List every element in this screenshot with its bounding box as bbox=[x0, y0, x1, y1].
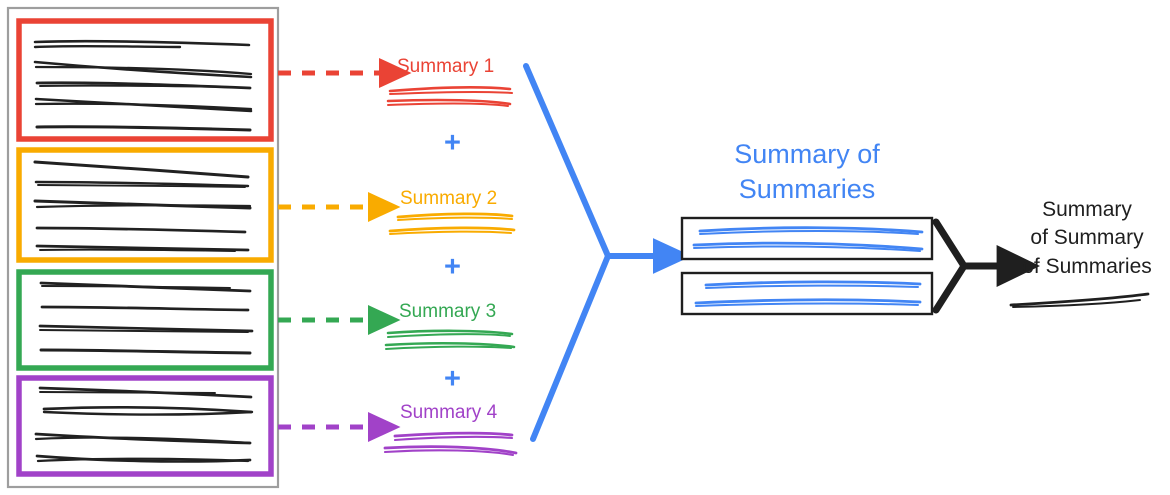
sos-title-line-2: Summaries bbox=[738, 174, 876, 205]
summary-3-label: Summary 3 bbox=[399, 301, 497, 322]
chunk-purple-text-lines bbox=[34, 386, 254, 463]
summary-of-summaries-title: Summary of Summaries bbox=[682, 137, 932, 207]
black-merge-connector bbox=[932, 218, 968, 314]
summary-1-content-lines bbox=[386, 85, 513, 107]
sos-box-1-content-lines bbox=[692, 226, 924, 252]
final-output-title: Summary of Summary of Summaries bbox=[1008, 196, 1166, 281]
final-title-line-3: of Summaries bbox=[1022, 254, 1152, 278]
blue-merge-connector bbox=[523, 63, 611, 442]
chunk-orange-text-lines bbox=[33, 160, 252, 252]
summary-4-label: Summary 4 bbox=[400, 402, 498, 423]
sos-box-2[interactable] bbox=[680, 271, 934, 316]
plus-sign-1: + bbox=[444, 127, 461, 159]
summary-1-label: Summary 1 bbox=[397, 56, 495, 77]
summary-3-content-lines bbox=[384, 329, 516, 350]
document-chunk-orange[interactable] bbox=[16, 147, 274, 263]
final-output-content-lines bbox=[1009, 292, 1150, 308]
summary-2-content-lines bbox=[388, 212, 516, 235]
final-title-line-1: Summary bbox=[1042, 198, 1132, 221]
final-title-line-2: of Summary bbox=[1030, 226, 1144, 250]
document-chunk-red[interactable] bbox=[16, 18, 274, 142]
chunk-green-text-lines bbox=[38, 281, 254, 355]
document-chunk-purple[interactable] bbox=[16, 375, 274, 477]
summary-4-content-lines bbox=[383, 431, 518, 457]
plus-sign-3: + bbox=[444, 363, 461, 395]
plus-sign-2: + bbox=[444, 251, 461, 283]
sos-title-line-1: Summary of bbox=[734, 139, 880, 169]
document-chunk-green[interactable] bbox=[16, 269, 274, 371]
chunk-red-text-lines bbox=[33, 39, 253, 132]
summary-2-label: Summary 2 bbox=[400, 188, 498, 209]
sos-box-1[interactable] bbox=[680, 216, 934, 261]
sos-box-2-content-lines bbox=[694, 280, 922, 307]
